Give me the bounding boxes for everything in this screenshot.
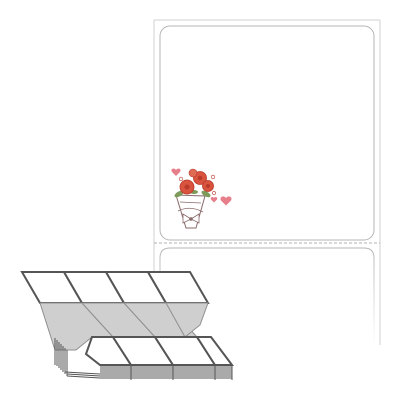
stack-fold bbox=[39, 302, 209, 351]
heart-icon bbox=[220, 196, 232, 206]
stack-bottom-row bbox=[84, 336, 234, 366]
heart-icon bbox=[210, 197, 218, 203]
flower-bouquet-icon bbox=[174, 168, 216, 229]
next-label bbox=[159, 247, 375, 345]
fanfold-stack bbox=[20, 271, 234, 380]
stack-layers bbox=[54, 338, 68, 376]
stack-top-row bbox=[20, 271, 210, 304]
heart-icon bbox=[171, 168, 181, 176]
